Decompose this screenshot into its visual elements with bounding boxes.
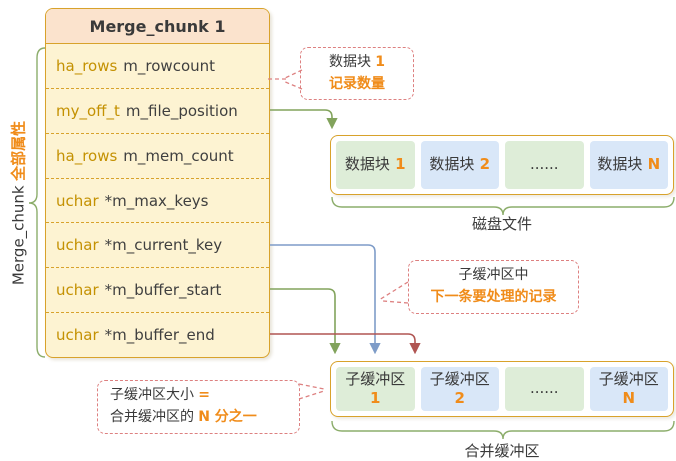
disk-caption: 磁盘文件 [471, 215, 532, 233]
file-position-connector [270, 109, 338, 130]
field-name: *m_max_keys [104, 191, 209, 210]
field-type: ha_rows [56, 146, 118, 165]
block-label: 数据块 [429, 155, 475, 174]
disk-block-n: 数据块 N [589, 141, 668, 189]
block-number: 2 [454, 389, 465, 407]
field-name: *m_buffer_end [104, 326, 215, 345]
buffer-brace [331, 420, 675, 440]
buffer-end-connector [270, 333, 421, 355]
field-name: *m_buffer_start [104, 281, 222, 300]
block-number: N [647, 155, 661, 174]
field-name: m_file_position [125, 101, 238, 120]
block-label: 子缓冲区 [598, 369, 659, 388]
disk-file-strip: 数据块 1 数据块 2 ...... 数据块 N [330, 135, 674, 195]
struct-brace [28, 47, 46, 358]
current-key-callout-tail [378, 281, 409, 304]
vertical-label: Merge_chunk 全部属性 [8, 106, 28, 301]
callout-line: 记录数量 [329, 75, 385, 92]
block-label: ...... [529, 155, 559, 174]
block-number: 1 [395, 155, 406, 174]
field-type: my_off_t [56, 101, 120, 120]
disk-block-2: 数据块 2 [420, 141, 499, 189]
field-type: ha_rows [56, 56, 118, 75]
current-key-connector [270, 244, 381, 355]
block-label: 数据块 [344, 155, 390, 174]
rowcount-callout-tail [268, 69, 303, 90]
merge-buffer-caption: 合并缓冲区 [464, 442, 540, 460]
buffer-block-2: 子缓冲区 2 [420, 367, 499, 411]
block-number: 2 [479, 155, 491, 174]
block-label: ...... [529, 379, 559, 398]
field-row-buffer-end: uchar *m_buffer_end [46, 312, 269, 357]
buffer-start-connector [270, 288, 341, 355]
disk-block-ellipsis: ...... [505, 141, 584, 189]
block-number: N [622, 389, 636, 407]
field-row-buffer-start: uchar *m_buffer_start [46, 267, 269, 312]
merge-chunk-box: Merge_chunk 1 ha_rows m_rowcount my_off_… [45, 8, 270, 358]
buffer-block-ellipsis: ...... [505, 367, 584, 411]
struct-field-list: ha_rows m_rowcount my_off_t m_file_posit… [46, 44, 269, 357]
field-row-mem-count: ha_rows m_mem_count [46, 132, 269, 178]
field-type: uchar [56, 281, 99, 300]
block-number: 1 [370, 389, 381, 407]
field-name: m_rowcount [123, 56, 216, 75]
merge-buffer-strip: 子缓冲区 1 子缓冲区 2 ...... 子缓冲区 N [330, 361, 674, 417]
vertical-label-highlight: 全部属性 [9, 120, 28, 181]
buffer-block-1: 子缓冲区 1 [336, 367, 415, 411]
callout-line: 子缓冲区大小= [110, 387, 210, 404]
disk-block-1: 数据块 1 [336, 141, 415, 189]
field-name: m_mem_count [123, 146, 234, 165]
field-row-max-keys: uchar *m_max_keys [46, 177, 269, 223]
field-row-rowcount: ha_rows m_rowcount [46, 44, 269, 88]
field-name: *m_current_key [104, 236, 223, 255]
field-type: uchar [56, 236, 99, 255]
block-label: 子缓冲区 [345, 369, 406, 388]
current-key-callout: 子缓冲区中 下一条要处理的记录 [408, 260, 579, 314]
buffer-block-n: 子缓冲区 N [589, 367, 668, 411]
block-label: 数据块 [597, 155, 643, 174]
block-label: 子缓冲区 [429, 369, 490, 388]
field-row-current-key: uchar *m_current_key [46, 222, 269, 267]
vertical-label-text: Merge_chunk [9, 185, 28, 286]
field-type: uchar [56, 326, 99, 345]
buffer-size-callout-tail [298, 383, 325, 400]
field-type: uchar [56, 191, 99, 210]
callout-line: 子缓冲区中 [458, 267, 529, 284]
callout-line: 下一条要处理的记录 [430, 289, 557, 305]
struct-title: Merge_chunk 1 [46, 9, 269, 44]
field-row-file-position: my_off_t m_file_position [46, 87, 269, 133]
